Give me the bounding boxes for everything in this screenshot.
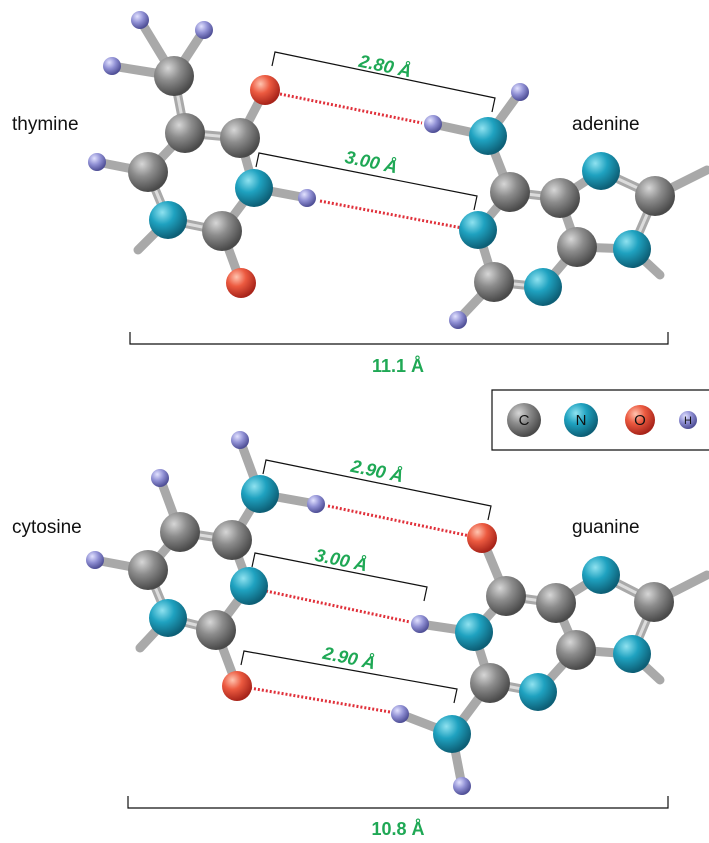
hydrogen-atom (131, 11, 149, 29)
legend-hydrogen-label: H (684, 415, 692, 427)
hydrogen-atom (307, 495, 325, 513)
thymine-bonds (92, 15, 312, 288)
bracket-gc-2 (251, 552, 428, 602)
nitrogen-atom (524, 268, 562, 306)
nitrogen-atom (235, 169, 273, 207)
width-label-at: 11.1 Å (372, 356, 424, 376)
carbon-atom (202, 211, 242, 251)
carbon-atom (196, 610, 236, 650)
distance-gc-2: 3.00 Å (313, 545, 369, 576)
hydrogen-atom (298, 189, 316, 207)
bracket-gc-3 (240, 650, 458, 704)
hydrogen-atom (103, 57, 121, 75)
distance-at-2: 3.00 Å (343, 147, 399, 178)
distance-gc-3: 2.90 Å (320, 643, 377, 674)
carbon-atom (154, 56, 194, 96)
base-label-adenine: adenine (572, 114, 640, 135)
hbond-gc-3 (249, 686, 391, 714)
legend-nitrogen-label: N (576, 412, 587, 429)
pair-at: 2.80 Å 3.00 Å thymine adenine 11.1 Å (12, 11, 709, 376)
hydrogen-atom (424, 115, 442, 133)
hydrogen-atom (391, 705, 409, 723)
legend-carbon-swatch (507, 403, 541, 437)
carbon-atom (634, 582, 674, 622)
legend-nitrogen-swatch (564, 403, 598, 437)
cytosine-atoms (86, 431, 325, 701)
hydrogen-atom (453, 777, 471, 795)
legend-oxygen-swatch (625, 405, 655, 435)
nitrogen-atom (433, 715, 471, 753)
cytosine-bonds (90, 435, 321, 691)
nitrogen-atom (582, 152, 620, 190)
carbon-atom (556, 630, 596, 670)
nitrogen-atom (230, 567, 268, 605)
hbond-gc-1 (327, 504, 471, 538)
nitrogen-atom (149, 599, 187, 637)
bracket-gc-1 (262, 459, 492, 521)
nitrogen-atom (613, 635, 651, 673)
hydrogen-atom (88, 153, 106, 171)
oxygen-atom (222, 671, 252, 701)
legend-box (491, 389, 709, 451)
distance-at-1: 2.80 Å (356, 51, 413, 82)
hydrogen-atom (86, 551, 104, 569)
carbon-atom (540, 178, 580, 218)
bracket-at-2 (255, 152, 478, 211)
carbon-atom (490, 172, 530, 212)
carbon-atom (160, 512, 200, 552)
hydrogen-atom (511, 83, 529, 101)
legend-hydrogen-swatch (679, 411, 697, 429)
carbon-atom (486, 576, 526, 616)
hbond-gc-2 (265, 589, 411, 624)
oxygen-atom (467, 523, 497, 553)
nitrogen-atom (459, 211, 497, 249)
guanine-atoms (391, 523, 674, 795)
carbon-atom (635, 176, 675, 216)
distance-gc-1: 2.90 Å (348, 456, 405, 487)
carbon-atom (470, 663, 510, 703)
carbon-atom (128, 550, 168, 590)
legend: C N O H (491, 389, 709, 451)
nitrogen-atom (519, 673, 557, 711)
carbon-atom (474, 262, 514, 302)
pair-gc: 2.90 Å 3.00 Å 2.90 Å cytosine guanine 10… (12, 431, 709, 839)
width-bracket-gc (127, 796, 669, 809)
base-label-cytosine: cytosine (12, 517, 82, 538)
nitrogen-atom (469, 117, 507, 155)
nitrogen-atom (149, 201, 187, 239)
carbon-atom (128, 152, 168, 192)
legend-carbon-label: C (519, 412, 530, 429)
base-label-thymine: thymine (12, 114, 79, 135)
hydrogen-atom (151, 469, 169, 487)
nitrogen-atom (613, 230, 651, 268)
hbond-at-2 (319, 199, 463, 230)
base-label-guanine: guanine (572, 517, 640, 538)
nitrogen-atom (455, 613, 493, 651)
oxygen-atom (250, 75, 280, 105)
hydrogen-atom (195, 21, 213, 39)
oxygen-atom (226, 268, 256, 298)
legend-oxygen-label: O (634, 412, 646, 429)
hydrogen-atom (231, 431, 249, 449)
bracket-at-1 (271, 51, 496, 113)
width-bracket-at (129, 332, 669, 345)
carbon-atom (557, 227, 597, 267)
adenine-atoms (424, 83, 675, 329)
nitrogen-atom (582, 556, 620, 594)
hydrogen-atom (411, 615, 429, 633)
hydrogen-atom (449, 311, 467, 329)
carbon-atom (220, 118, 260, 158)
hbond-at-1 (279, 92, 423, 125)
width-label-gc: 10.8 Å (371, 819, 424, 839)
carbon-atom (536, 583, 576, 623)
nitrogen-atom (241, 475, 279, 513)
thymine-atoms (88, 11, 316, 298)
carbon-atom (165, 113, 205, 153)
carbon-atom (212, 520, 252, 560)
